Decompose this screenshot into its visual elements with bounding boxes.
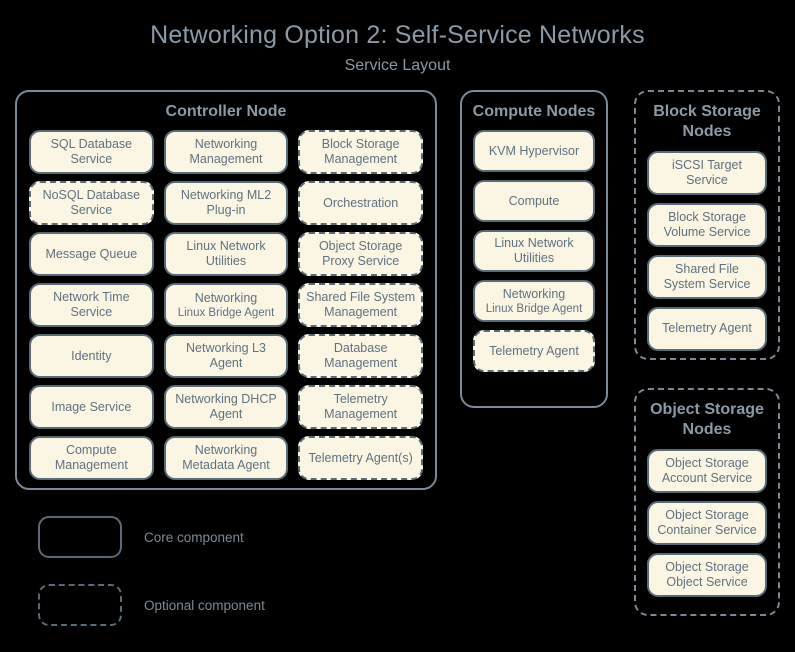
group-title-compute-nodes: Compute Nodes: [472, 103, 596, 120]
service-box-label: Telemetry Agent(s): [308, 450, 413, 465]
service-box-sublabel: Linux Bridge Agent: [485, 303, 583, 316]
service-box-label: Block Storage Management: [321, 137, 400, 167]
service-box[interactable]: NoSQL Database Service: [29, 181, 154, 226]
service-box[interactable]: Networking ML2 Plug-in: [163, 181, 289, 226]
group-block-storage-nodes: Block Storage Nodes iSCSI Target Service…: [634, 90, 780, 360]
service-box-label: iSCSI Target Service: [672, 157, 742, 187]
service-box[interactable]: Orchestration: [298, 181, 423, 226]
service-box-label: Shared File System Service: [663, 261, 751, 291]
legend-swatch-core: [38, 516, 122, 558]
service-box[interactable]: Image Service: [29, 385, 154, 430]
service-box[interactable]: Compute: [473, 180, 595, 223]
service-box-label: Networking Management: [189, 137, 263, 167]
service-box-label: SQL Database Service: [50, 137, 133, 167]
service-box[interactable]: Network Time Service: [29, 283, 154, 328]
service-box[interactable]: Telemetry Agent: [647, 306, 767, 351]
service-box-label: Database Management: [324, 341, 398, 371]
service-box[interactable]: Shared File System Service: [647, 254, 767, 299]
service-box-label: Orchestration: [323, 195, 399, 210]
legend-label-optional: Optional component: [144, 597, 265, 613]
group-title-controller-node: Controller Node: [165, 103, 287, 120]
service-box-label: Object Storage Account Service: [661, 455, 753, 485]
service-box[interactable]: Object Storage Object Service: [647, 552, 767, 597]
legend-swatch-optional: [38, 584, 122, 626]
service-box-label: Network Time Service: [53, 290, 130, 320]
service-box[interactable]: Shared File System Management: [298, 283, 423, 328]
service-box-label: Telemetry Agent: [489, 343, 579, 358]
service-box-label: Message Queue: [45, 246, 138, 261]
service-box-label: Compute: [508, 193, 560, 208]
service-box[interactable]: Telemetry Agent(s): [298, 436, 423, 481]
legend: Core component Optional component: [38, 516, 378, 652]
service-box[interactable]: Telemetry Agent: [473, 330, 595, 373]
service-box[interactable]: Networking L3 Agent: [163, 334, 289, 379]
service-box[interactable]: iSCSI Target Service: [647, 150, 767, 195]
service-box[interactable]: Identity: [29, 334, 154, 379]
legend-row-core: Core component: [38, 516, 378, 558]
service-box[interactable]: Object Storage Container Service: [647, 500, 767, 545]
page-title: Networking Option 2: Self-Service Networ…: [150, 21, 645, 49]
service-box[interactable]: Networking DHCP Agent: [163, 385, 289, 430]
controller-service-grid: SQL Database Service Networking Managemen…: [17, 130, 435, 492]
service-box-label: Linux Network Utilities: [186, 239, 266, 269]
page-subtitle: Service Layout: [344, 56, 451, 74]
group-title-object-storage-nodes: Object Storage Nodes: [650, 401, 764, 439]
service-box[interactable]: Block Storage Volume Service: [647, 202, 767, 247]
service-box[interactable]: Compute Management: [29, 436, 154, 481]
service-box-label: Identity: [71, 348, 112, 363]
service-box-label: Networking DHCP Agent: [175, 392, 277, 422]
service-box[interactable]: SQL Database Service: [29, 130, 154, 175]
service-box[interactable]: Networking Metadata Agent: [163, 436, 289, 481]
service-box-label: Image Service: [51, 399, 132, 414]
service-box[interactable]: Object Storage Proxy Service: [298, 232, 423, 277]
service-box-label: Networking Metadata Agent: [182, 443, 270, 473]
service-box[interactable]: Object Storage Account Service: [647, 448, 767, 493]
service-box-label: Shared File System Management: [306, 290, 416, 320]
service-box[interactable]: Linux Network Utilities: [473, 230, 595, 273]
service-box-sublabel: Linux Bridge Agent: [177, 307, 275, 320]
service-box-label: Linux Network Utilities: [494, 236, 574, 266]
service-box[interactable]: Block Storage Management: [298, 130, 423, 175]
group-title-block-storage-nodes: Block Storage Nodes: [653, 103, 761, 141]
service-box[interactable]: Telemetry Management: [298, 385, 423, 430]
service-box-label: Telemetry Agent: [662, 321, 752, 336]
legend-label-core: Core component: [144, 529, 244, 545]
service-box-label: Compute Management: [54, 443, 128, 473]
service-box-label: Telemetry Management: [324, 392, 398, 422]
legend-row-optional: Optional component: [38, 584, 378, 626]
service-box[interactable]: Linux Network Utilities: [163, 232, 289, 277]
title-block: Networking Option 2: Self-Service Networ…: [0, 0, 795, 74]
group-object-storage-nodes: Object Storage Nodes Object Storage Acco…: [634, 388, 780, 616]
service-box[interactable]: Database Management: [298, 334, 423, 379]
service-box[interactable]: Message Queue: [29, 232, 154, 277]
service-box-label: Object Storage Object Service: [665, 559, 749, 589]
service-box-label: Block Storage Volume Service: [663, 209, 751, 239]
service-box-label: NoSQL Database Service: [42, 188, 141, 218]
service-box-label: Object Storage Container Service: [657, 507, 757, 537]
service-box[interactable]: KVM Hypervisor: [473, 130, 595, 173]
service-box-label: Networking ML2 Plug-in: [180, 188, 272, 218]
service-box-label: Object Storage Proxy Service: [318, 239, 403, 269]
service-box[interactable]: Networking Management: [163, 130, 289, 175]
service-box-label: Networking L3 Agent: [186, 341, 266, 371]
service-box-label: KVM Hypervisor: [488, 143, 580, 158]
